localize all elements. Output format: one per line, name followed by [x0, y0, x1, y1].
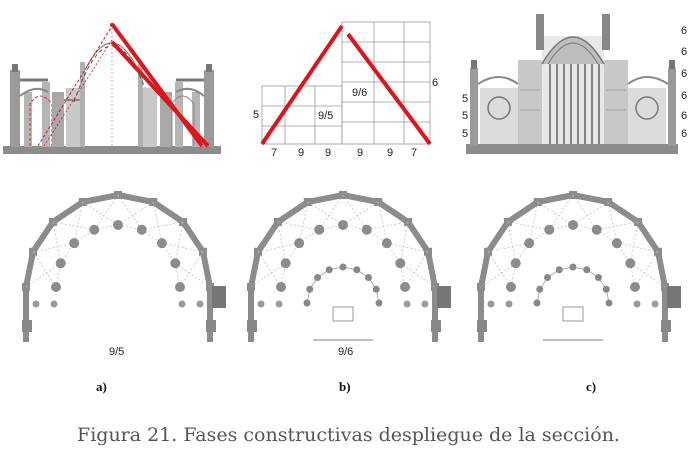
grid-mid-right-label: 9/6 [352, 87, 368, 99]
section-c-right-label: 6 [681, 90, 688, 102]
section-a-drawing [3, 22, 221, 154]
section-c-right-label: 6 [681, 46, 688, 58]
grid-bottom-label: 7 [271, 147, 278, 159]
plan-c-drawing [477, 191, 681, 342]
plan-b-ratio: 9/6 [338, 346, 354, 358]
panel-c-letter: c) [586, 379, 597, 394]
grid-bottom-label: 9 [325, 147, 332, 159]
grid-bottom-label: 7 [411, 147, 418, 159]
panel-a-letter: a) [96, 379, 107, 394]
section-c-right-label: 6 [681, 110, 688, 122]
plan-a-ratio: 9/5 [109, 346, 125, 358]
section-c-right-label: 6 [681, 25, 688, 37]
plan-a-drawing [22, 191, 226, 342]
proportion-grid [260, 21, 432, 146]
grid-bottom-label: 9 [357, 147, 364, 159]
section-c-left-label: 5 [462, 93, 469, 105]
figure-caption: Figura 21. Fases constructivas despliegu… [77, 424, 620, 446]
section-c-left-label: 5 [462, 128, 469, 140]
section-c-right-label: 6 [681, 68, 688, 80]
section-c-right-label: 6 [681, 128, 688, 140]
grid-mid-left-label: 9/5 [318, 110, 334, 122]
panel-b-letter: b) [339, 379, 351, 394]
section-c-left-label: 5 [462, 110, 469, 122]
section-c-drawing [466, 14, 678, 154]
plan-b-drawing [247, 191, 451, 342]
grid-bottom-label: 9 [387, 147, 394, 159]
grid-left-label: 5 [253, 109, 260, 121]
grid-bottom-label: 9 [298, 147, 305, 159]
grid-right-label: 6 [432, 77, 439, 89]
